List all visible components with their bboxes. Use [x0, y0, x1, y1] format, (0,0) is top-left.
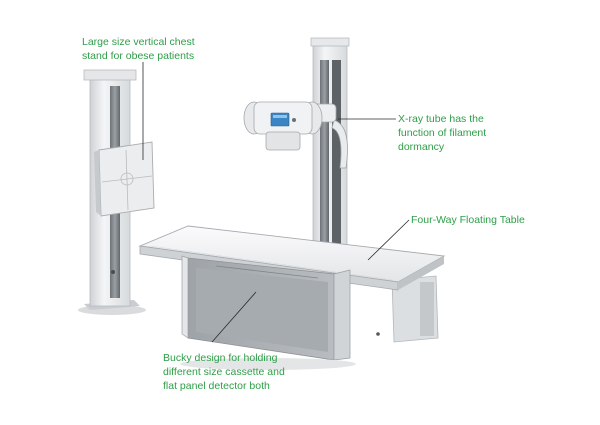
callout-chest-stand: Large size vertical chest stand for obes… [82, 36, 195, 62]
vertical-chest-stand [78, 69, 155, 315]
leader-bucky [211, 291, 257, 343]
callout-xray-tube: X-ray tube has the function of filament … [398, 113, 487, 153]
tube-column [310, 37, 350, 251]
callout-floating-table: Four-Way Floating Table [411, 214, 525, 226]
leader-table [367, 219, 410, 261]
leader-lines [142, 62, 410, 343]
x-ray-tube-head [243, 101, 337, 151]
callout-bucky: Bucky design for holding different size … [163, 352, 285, 392]
bucky-cabinet [180, 255, 380, 370]
